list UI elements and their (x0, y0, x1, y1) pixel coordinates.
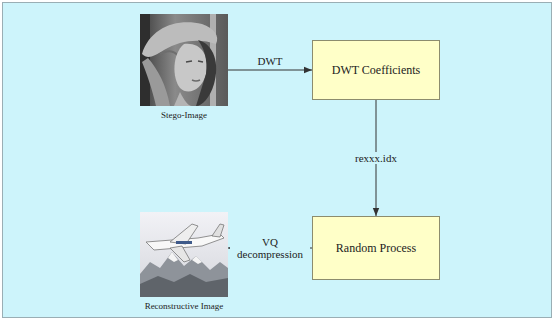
box-label: Random Process (336, 241, 416, 255)
image-node: Reconstructive Image (140, 212, 228, 316)
process-box: DWT Coefficients (312, 40, 440, 100)
connector-arrow (228, 70, 312, 71)
edge-label: rexxx.idx (353, 152, 399, 164)
edge-label: DWT (255, 55, 284, 67)
image-caption: Reconstructive Image (136, 301, 232, 311)
image-node: Stego-Image (140, 14, 228, 126)
box-label: DWT Coefficients (332, 63, 421, 77)
airplane-photo (140, 212, 228, 297)
stego-photo (140, 14, 228, 106)
edge-label: VQ decompression (230, 236, 310, 260)
process-box: Random Process (312, 216, 440, 280)
image-caption: Stego-Image (136, 110, 232, 120)
